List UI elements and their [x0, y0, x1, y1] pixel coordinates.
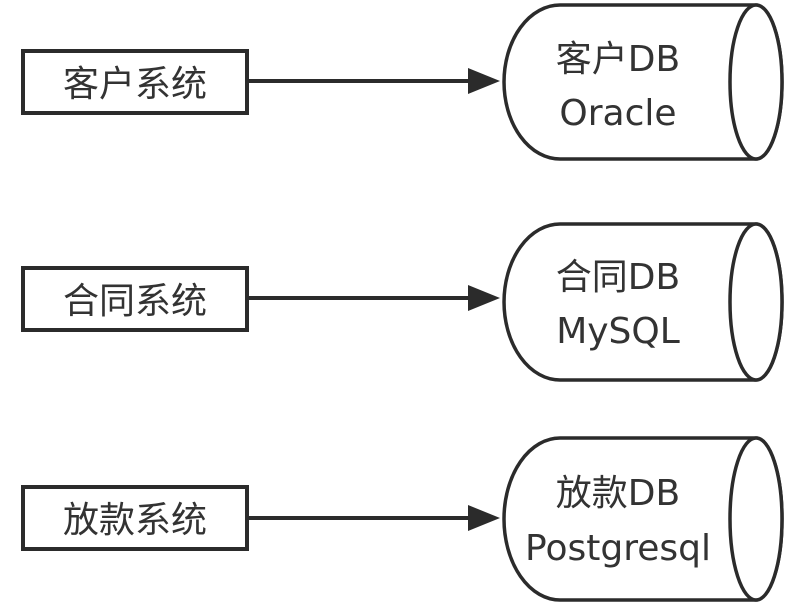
database-engine: Oracle — [559, 93, 676, 134]
system-label: 放款系统 — [63, 500, 207, 541]
database-node-loan[interactable]: 放款DB Postgresql — [502, 436, 784, 602]
database-engine: Postgresql — [525, 528, 711, 569]
database-engine: MySQL — [556, 311, 680, 352]
arrowhead-icon — [468, 285, 500, 311]
arrowhead-icon — [468, 68, 500, 94]
connector-contract — [249, 285, 500, 311]
database-node-contract[interactable]: 合同DB MySQL — [502, 222, 784, 382]
arrowhead-icon — [468, 505, 500, 531]
cylinder-end-cap — [728, 3, 784, 161]
cylinder-end-cap — [728, 222, 784, 382]
row-contract: 合同系统 合同DB MySQL — [21, 222, 784, 382]
cylinder-end-cap — [728, 436, 784, 602]
system-node-contract[interactable]: 合同系统 — [21, 266, 249, 332]
database-name: 放款DB — [556, 473, 680, 514]
connector-customer — [249, 68, 500, 94]
database-name: 客户DB — [556, 39, 680, 80]
database-name: 合同DB — [556, 257, 680, 298]
system-label: 客户系统 — [63, 64, 207, 105]
system-node-loan[interactable]: 放款系统 — [21, 485, 249, 551]
system-box — [21, 485, 249, 551]
connector-loan — [249, 505, 500, 531]
system-box — [21, 49, 249, 115]
row-loan: 放款系统 放款DB Postgresql — [21, 436, 784, 602]
system-box — [21, 266, 249, 332]
database-node-customer[interactable]: 客户DB Oracle — [502, 3, 784, 161]
system-label: 合同系统 — [63, 281, 207, 322]
row-customer: 客户系统 客户DB Oracle — [21, 3, 784, 161]
system-node-customer[interactable]: 客户系统 — [21, 49, 249, 115]
